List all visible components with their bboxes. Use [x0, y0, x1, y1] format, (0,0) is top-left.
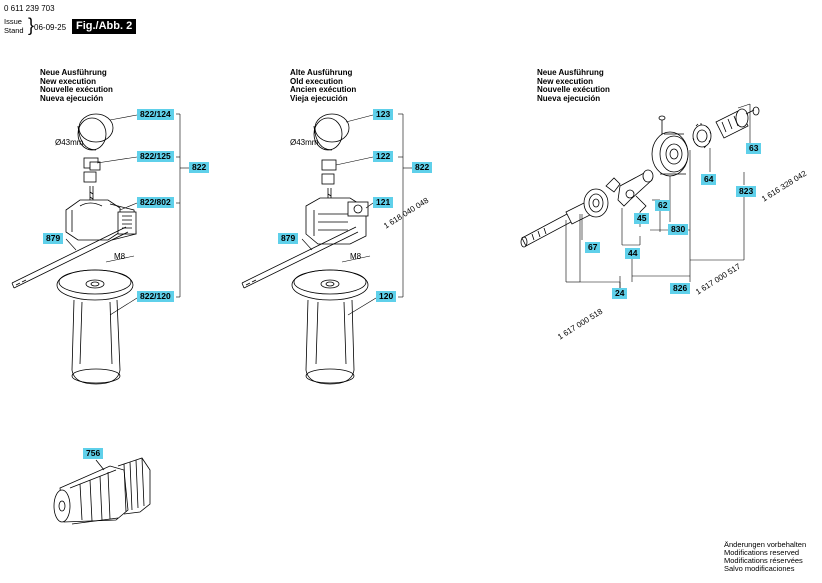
part-label-63[interactable]: 63 — [746, 143, 762, 154]
side-handle-middle — [291, 269, 369, 385]
depth-gauge-ring-left — [77, 113, 114, 151]
part-label-822-left[interactable]: 822 — [189, 162, 210, 173]
thread-label-left: M8 — [114, 252, 126, 261]
clutch-housing — [651, 115, 689, 177]
part-label-24[interactable]: 24 — [612, 288, 628, 299]
depth-rod-middle — [241, 226, 359, 289]
part-label-122[interactable]: 122 — [373, 151, 394, 162]
small-ring — [642, 169, 654, 183]
part-label-822-802[interactable]: 822/802 — [137, 197, 174, 208]
diameter-label-left: Ø43mm — [55, 138, 84, 147]
depth-rod-left — [11, 226, 129, 289]
part-label-44[interactable]: 44 — [625, 248, 641, 259]
part-label-822-125[interactable]: 822/125 — [137, 151, 174, 162]
handle-clamp-left — [65, 199, 137, 241]
part-label-822-120[interactable]: 822/120 — [137, 291, 174, 302]
part-label-822-middle[interactable]: 822 — [412, 162, 433, 173]
drill-chuck — [53, 457, 151, 525]
issue-date: 06-09-25 — [34, 23, 67, 32]
part-label-62[interactable]: 62 — [655, 200, 671, 211]
part-label-826[interactable]: 826 — [670, 283, 691, 294]
part-label-45[interactable]: 45 — [634, 213, 650, 224]
part-label-823[interactable]: 823 — [736, 186, 757, 197]
handle-clamp-middle — [305, 197, 369, 245]
part-label-756[interactable]: 756 — [83, 448, 104, 459]
part-label-879-middle[interactable]: 879 — [278, 233, 299, 244]
clamp-middle — [321, 159, 337, 185]
part-label-67[interactable]: 67 — [585, 242, 601, 253]
part-label-121[interactable]: 121 — [373, 197, 394, 208]
part-label-822-124[interactable]: 822/124 — [137, 109, 174, 120]
part-label-120[interactable]: 120 — [376, 291, 397, 302]
diameter-label-middle: Ø43mm — [290, 138, 319, 147]
part-label-123[interactable]: 123 — [373, 109, 394, 120]
part-label-64[interactable]: 64 — [701, 174, 717, 185]
lever-part — [605, 171, 653, 213]
gear-shaft — [715, 106, 760, 139]
side-handle-left — [56, 269, 134, 385]
part-label-879-left[interactable]: 879 — [43, 233, 64, 244]
figure-label: Fig./Abb. 2 — [72, 19, 137, 34]
part-number: 0 611 239 703 — [4, 4, 55, 13]
bearing-ring — [583, 188, 609, 218]
depth-gauge-ring-middle — [313, 113, 350, 151]
gear-wheel — [692, 123, 712, 149]
thread-label-middle: M8 — [350, 252, 362, 261]
clamp-left — [83, 157, 101, 183]
part-label-830[interactable]: 830 — [668, 224, 689, 235]
issue-brace: } — [28, 15, 35, 35]
